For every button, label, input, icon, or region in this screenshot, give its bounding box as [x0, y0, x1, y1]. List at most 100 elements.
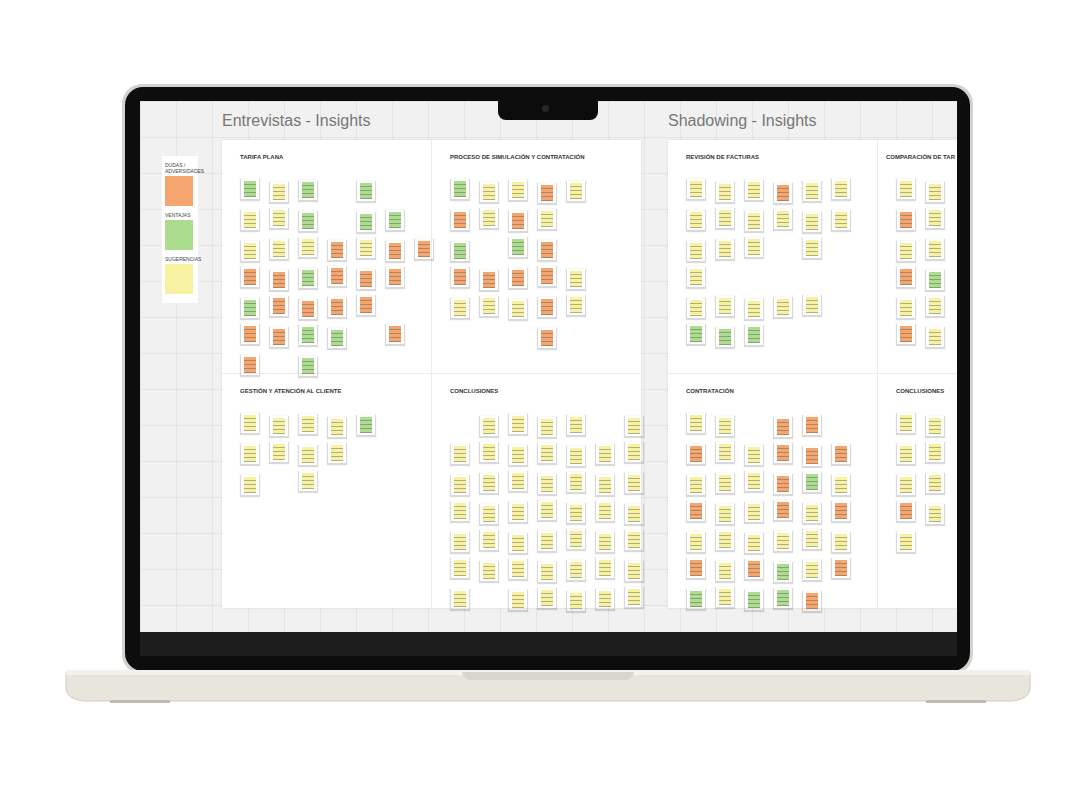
sticky-note	[686, 240, 706, 262]
sticky-note	[744, 179, 764, 201]
sticky-note	[831, 557, 851, 579]
sticky-note	[773, 499, 793, 521]
sticky-note	[595, 474, 615, 496]
sticky-note	[715, 441, 735, 463]
board-section: TARIFA PLANA	[222, 140, 432, 374]
sticky-note	[450, 500, 470, 522]
sticky-note	[356, 294, 376, 316]
camera	[542, 105, 549, 112]
sticky-note	[773, 296, 793, 318]
sticky-note	[896, 500, 916, 522]
sticky-note	[802, 180, 822, 202]
sticky-note	[566, 559, 586, 581]
sticky-note	[508, 470, 528, 492]
sticky-note	[479, 441, 499, 463]
sticky-note	[356, 180, 376, 202]
sticky-note	[327, 442, 347, 464]
sticky-note	[508, 210, 528, 232]
sticky-note	[925, 441, 945, 463]
sticky-note	[479, 181, 499, 203]
sticky-note	[802, 414, 822, 436]
sticky-note	[925, 238, 945, 260]
sticky-note	[450, 588, 470, 610]
board-section: CONTRATACIÓN	[668, 374, 878, 608]
sticky-note	[896, 412, 916, 434]
sticky-note	[686, 557, 706, 579]
board-section: CONCLUSIONES	[432, 374, 641, 608]
sticky-note	[566, 528, 586, 550]
sticky-note	[896, 323, 916, 345]
sticky-note	[744, 589, 764, 611]
sticky-note	[595, 443, 615, 465]
sticky-note	[450, 531, 470, 553]
sticky-note	[925, 181, 945, 203]
sticky-note	[744, 558, 764, 580]
sticky-note	[508, 267, 528, 289]
sticky-note	[240, 178, 260, 200]
sticky-note	[624, 586, 644, 608]
sticky-note	[624, 472, 644, 494]
sticky-note	[537, 442, 557, 464]
sticky-note	[802, 445, 822, 467]
sticky-note	[566, 268, 586, 290]
sticky-note	[450, 240, 470, 262]
sticky-note	[624, 441, 644, 463]
sticky-note	[356, 237, 376, 259]
sticky-note	[385, 323, 405, 345]
sticky-note	[686, 474, 706, 496]
section-heading: COMPARACIÓN DE TAR	[886, 154, 955, 160]
sticky-note	[715, 238, 735, 260]
sticky-note	[450, 178, 470, 200]
sticky-note	[508, 236, 528, 258]
board-section: PROCESO DE SIMULACIÓN Y CONTRATACIÓN	[432, 140, 641, 374]
sticky-note	[566, 294, 586, 316]
sticky-note	[744, 210, 764, 232]
sticky-note	[385, 266, 405, 288]
sticky-note	[537, 208, 557, 230]
sticky-note	[269, 207, 289, 229]
sticky-note	[298, 324, 318, 346]
sticky-note	[240, 240, 260, 262]
sticky-note	[896, 297, 916, 319]
sticky-note	[269, 269, 289, 291]
sticky-note	[298, 179, 318, 201]
sticky-note	[715, 586, 735, 608]
sticky-note	[566, 445, 586, 467]
sticky-note	[298, 210, 318, 232]
sticky-note	[595, 588, 615, 610]
sticky-note	[240, 266, 260, 288]
sticky-note	[414, 238, 434, 260]
sticky-note	[240, 354, 260, 376]
sticky-note	[925, 326, 945, 348]
sticky-note	[773, 530, 793, 552]
sticky-note	[269, 441, 289, 463]
sticky-note	[624, 529, 644, 551]
whiteboard-screen: Entrevistas - InsightsTARIFA PLANAPROCES…	[140, 101, 957, 632]
sticky-note	[624, 503, 644, 525]
sticky-note	[715, 181, 735, 203]
legend-swatch	[165, 220, 193, 250]
sticky-note	[715, 415, 735, 437]
section-heading: PROCESO DE SIMULACIÓN Y CONTRATACIÓN	[450, 154, 585, 160]
base-notch	[462, 672, 634, 680]
sticky-note	[566, 414, 586, 436]
sticky-note	[327, 239, 347, 261]
sticky-note	[715, 503, 735, 525]
legend-swatch	[165, 176, 193, 206]
sticky-note	[508, 179, 528, 201]
sticky-note	[508, 589, 528, 611]
sticky-note	[686, 588, 706, 610]
sticky-note	[450, 266, 470, 288]
sticky-note	[298, 267, 318, 289]
sticky-note	[269, 326, 289, 348]
sticky-note	[686, 323, 706, 345]
sticky-note	[624, 415, 644, 437]
sticky-note	[269, 238, 289, 260]
sticky-note	[831, 531, 851, 553]
sticky-note	[595, 500, 615, 522]
sticky-note	[595, 531, 615, 553]
sticky-note	[356, 211, 376, 233]
sticky-note	[537, 473, 557, 495]
sticky-note	[896, 266, 916, 288]
sticky-note	[831, 209, 851, 231]
